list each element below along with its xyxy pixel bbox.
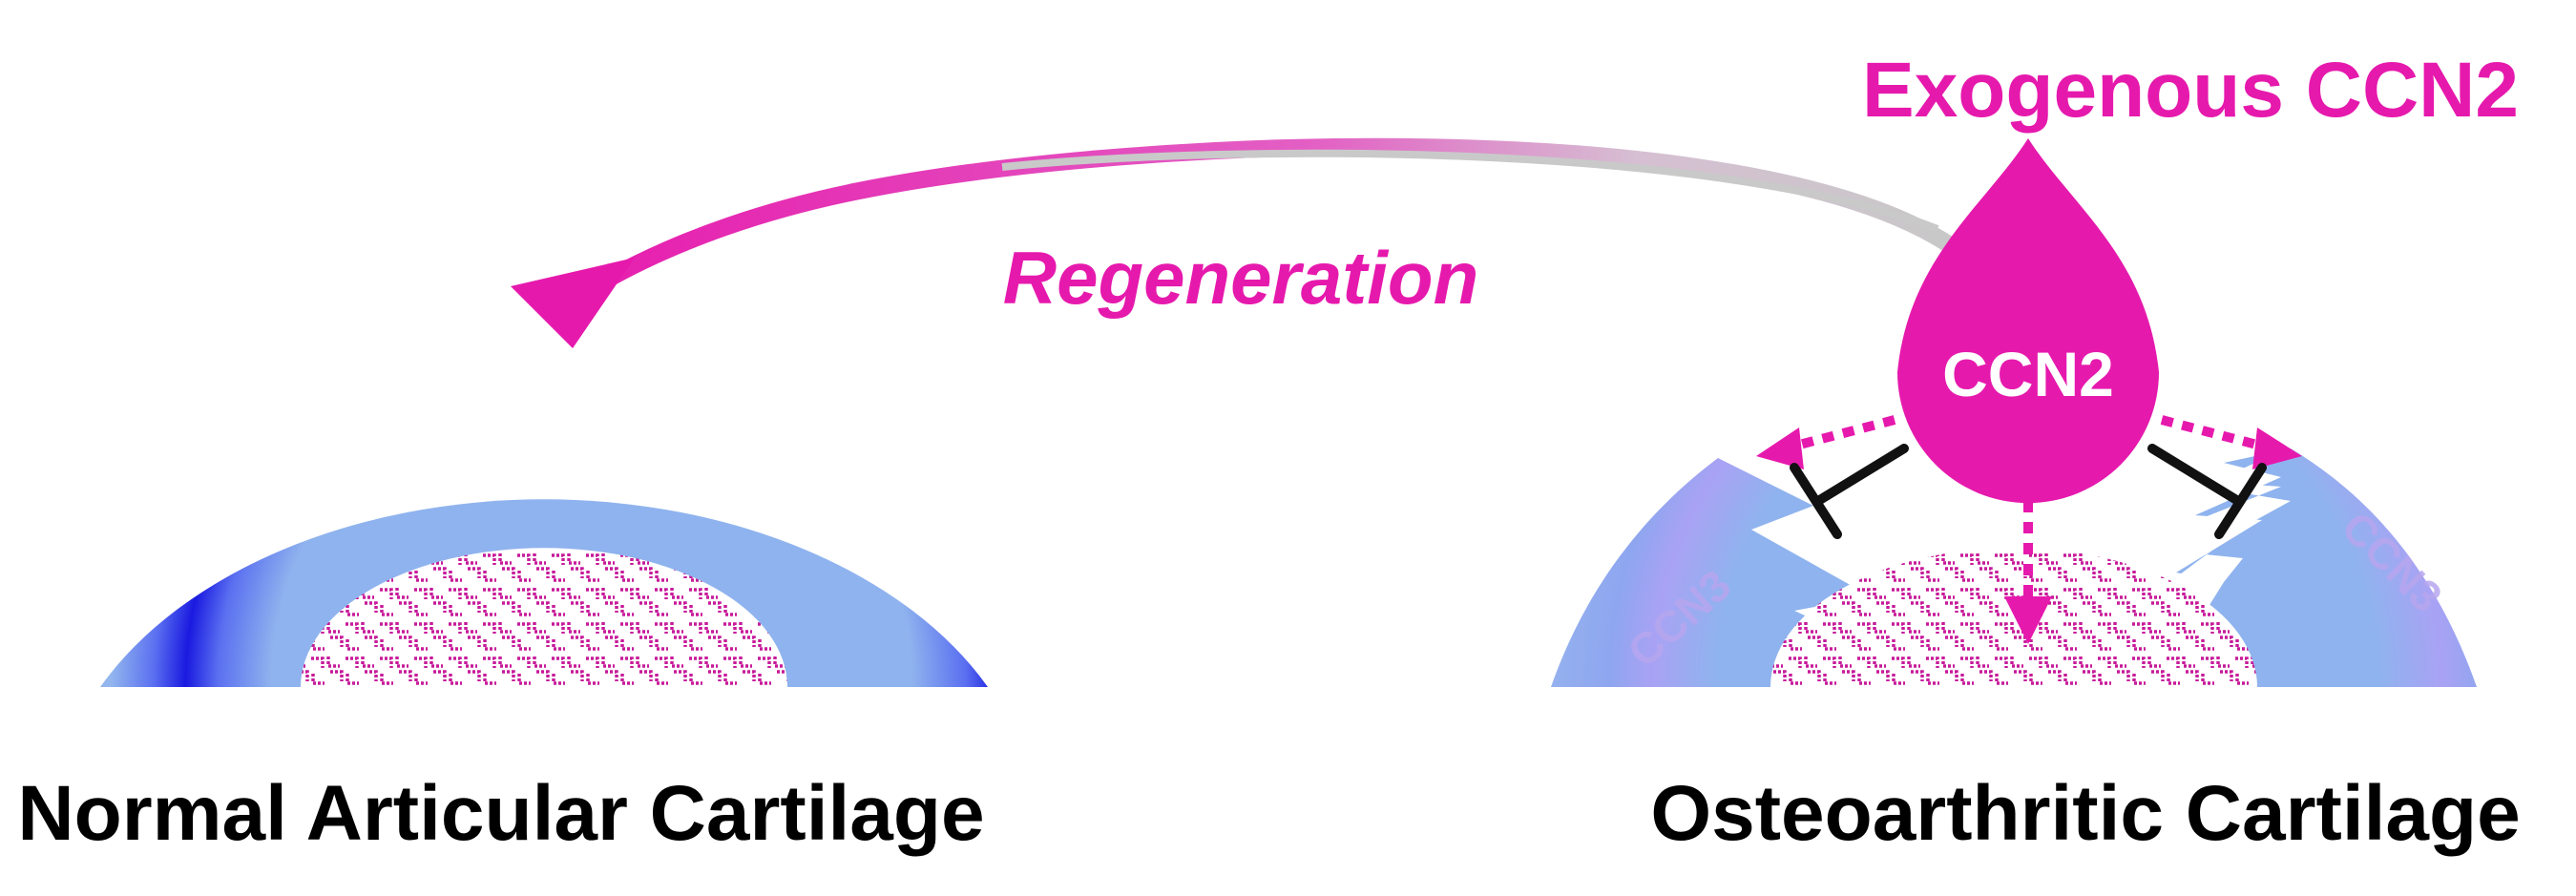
ccn2-drop-shape xyxy=(1896,138,2159,504)
ccn2-drop-label: CCN2 xyxy=(1942,339,2114,409)
ccn2-arrowhead-down xyxy=(2004,596,2052,644)
normal-caption: Normal Articular Cartilage xyxy=(17,770,984,857)
oa-subchondral-bone xyxy=(1770,548,2257,687)
normal-cartilage: CCN3 xyxy=(100,410,988,687)
inhibit-left xyxy=(1790,444,1909,539)
inhibit-right xyxy=(2147,444,2267,539)
ccn2-arrow-right xyxy=(2160,415,2273,453)
regeneration-arrowhead xyxy=(511,258,635,348)
oa-cartilage: CCN3 CCN3 xyxy=(1551,448,2477,687)
oa-crack-left xyxy=(1728,448,1937,673)
ccn2-drop: CCN2 xyxy=(1896,138,2159,504)
oa-crack-right xyxy=(2157,448,2291,630)
ccn2-arrowhead-right xyxy=(2252,427,2302,469)
oa-caption: Osteoarthritic Cartilage xyxy=(1650,770,2520,857)
ccn2-arrow-left xyxy=(1783,415,1896,453)
regeneration-label: Regeneration xyxy=(1003,236,1478,320)
normal-ccn3-label: CCN3 xyxy=(458,410,630,481)
ccn2-arrowhead-left xyxy=(1756,427,1804,469)
exogenous-ccn2-title: Exogenous CCN2 xyxy=(1862,47,2519,134)
ccn2-action-arrows xyxy=(1756,415,2302,644)
inhibition-symbols xyxy=(1790,444,2267,539)
regeneration-arrow: Regeneration xyxy=(511,137,1956,348)
normal-subchondral-bone xyxy=(301,548,787,687)
